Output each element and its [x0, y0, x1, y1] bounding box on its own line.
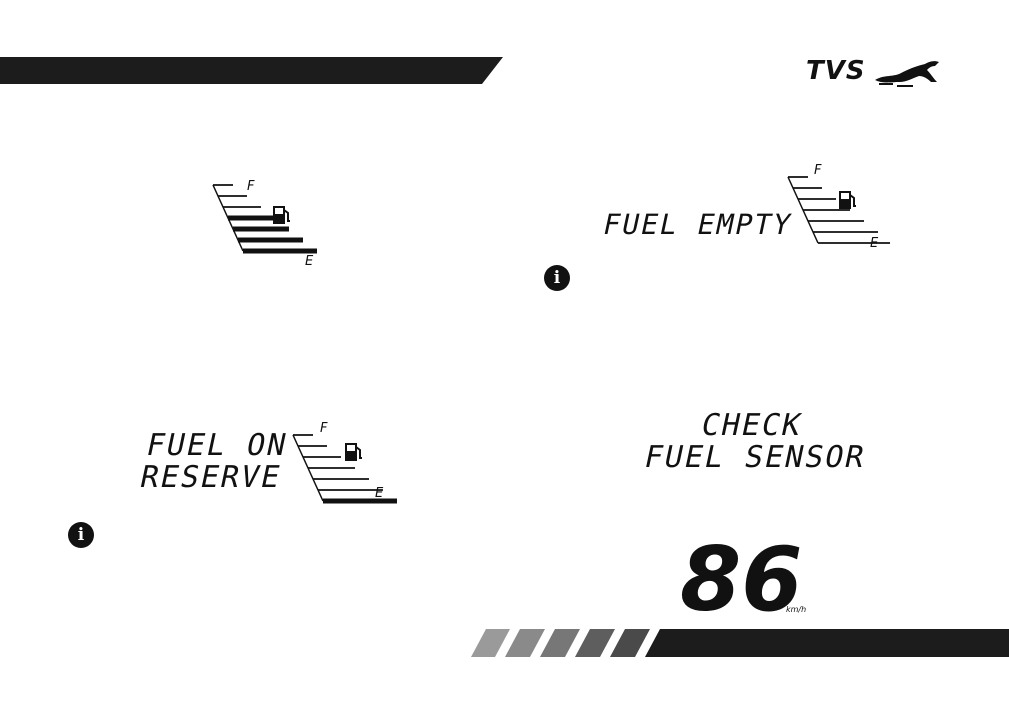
fuel-pump-icon	[344, 441, 364, 463]
info-icon: i	[544, 265, 570, 291]
gauge-empty-label: E	[870, 236, 878, 251]
speed-value: 86	[680, 536, 802, 624]
horse-logo-icon	[873, 58, 943, 88]
fuel-pump-icon	[272, 204, 292, 226]
check-sensor-line2: FUEL SENSOR	[641, 440, 869, 475]
brand-logo-text: TVS	[806, 56, 866, 86]
gauge-full-label: F	[320, 421, 327, 436]
fuel-reserve-line1: FUEL ON	[143, 428, 291, 463]
gauge-empty-label: E	[305, 254, 313, 269]
fuel-reserve-line2: RESERVE	[137, 460, 285, 495]
gauge-full-label: F	[247, 179, 254, 194]
gauge-empty-label: E	[375, 486, 383, 501]
info-icon: i	[68, 522, 94, 548]
speed-unit: km/h	[786, 605, 806, 614]
fuel-gauge-reserve	[285, 425, 405, 515]
check-sensor-line1: CHECK	[698, 408, 806, 443]
gauge-full-label: F	[814, 163, 821, 178]
fuel-empty-message: FUEL EMPTY	[600, 208, 796, 241]
fuel-pump-icon	[838, 189, 858, 211]
footer-stripes	[471, 629, 1009, 657]
